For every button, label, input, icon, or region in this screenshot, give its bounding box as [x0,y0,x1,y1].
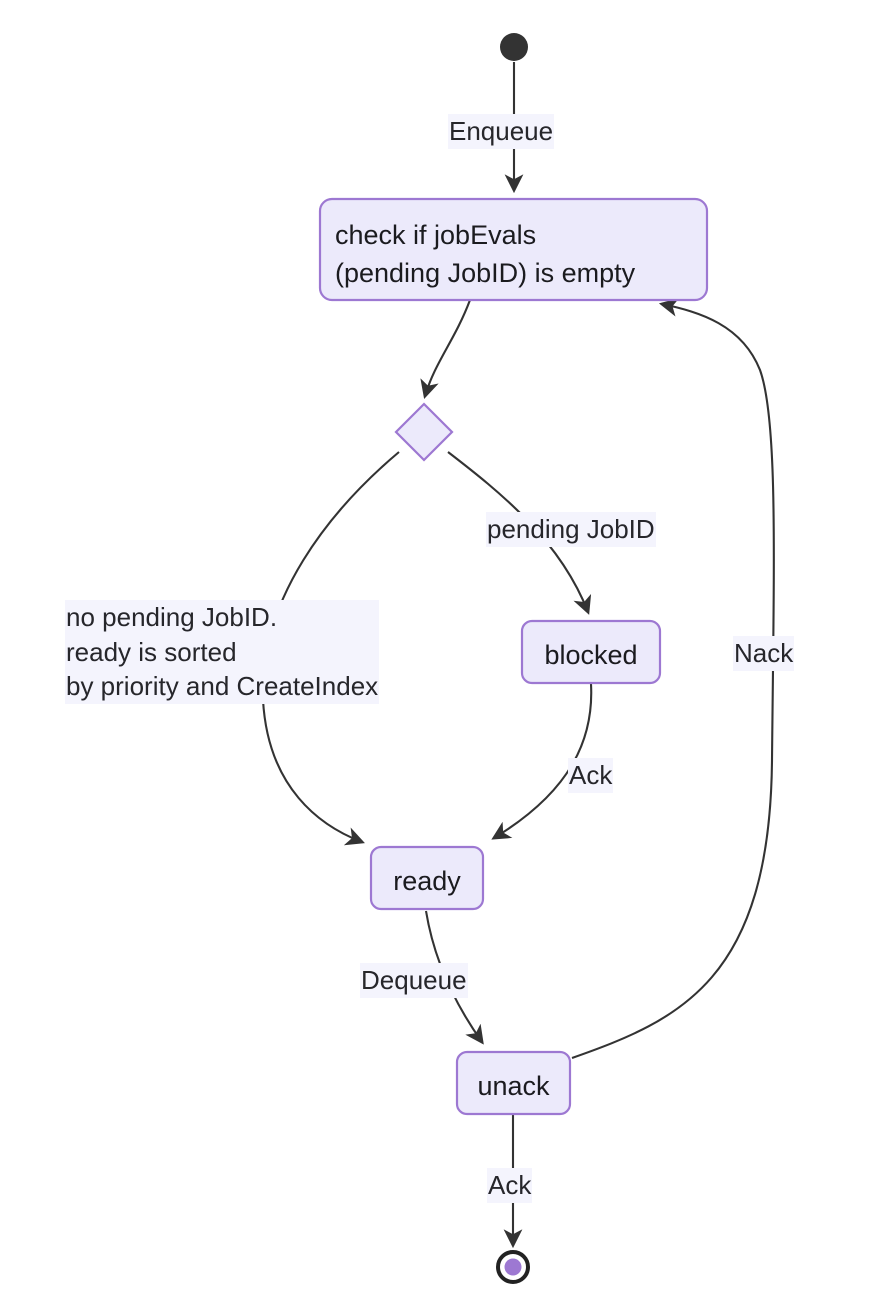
edge-label-dequeue: Dequeue [360,963,468,998]
state-node-blocked[interactable] [520,619,662,685]
edge-label-pending-jobid: pending JobID [486,512,656,547]
state-node-ready[interactable] [369,845,485,911]
edge-check-to-choice [420,299,471,400]
choice-node[interactable] [394,402,454,462]
edge-label-ack-unack-end: Ack [487,1168,533,1203]
edge-label-ack-blocked-ready: Ack [568,758,614,793]
edge-label-enqueue: Enqueue [448,114,555,149]
edge-label-nack: Nack [733,636,795,671]
edge-unack-to-check [571,297,775,1059]
start-state-node[interactable] [500,33,528,61]
state-node-unack[interactable] [455,1050,572,1116]
state-node-check[interactable] [318,197,709,302]
edge-label-no-pending-jobid: no pending JobID. ready is sorted by pri… [65,600,380,704]
end-state-node-core [504,1258,522,1276]
